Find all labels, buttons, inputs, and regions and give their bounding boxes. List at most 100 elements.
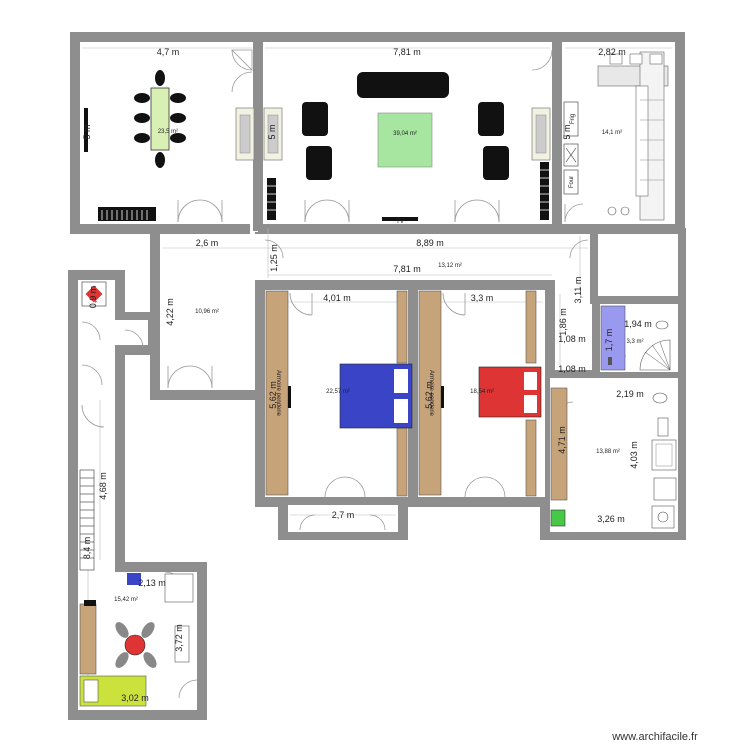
dining-chair [155, 70, 165, 86]
dim-bed1-width: 4,01 m [323, 293, 351, 303]
chair-icon [143, 652, 157, 668]
dim-corridor-height: 4,68 m [98, 472, 108, 500]
dim-closet-width-2: 1,08 m [558, 364, 586, 374]
wall-corridor-left [68, 270, 78, 720]
dim-dining-width: 4,7 m [157, 47, 180, 57]
wall-small-top [68, 270, 123, 280]
area-wc: 3,3 m² [626, 339, 643, 345]
wall-small-right [115, 270, 125, 318]
dim-dining-height: 5 m [82, 124, 92, 139]
wardrobe-icon [525, 419, 537, 497]
wall-living-kitchen [552, 36, 562, 231]
dim-studio-bottom: 3,02 m [121, 693, 149, 703]
dim-bath-width: 3,26 m [597, 514, 625, 524]
wall-bedrooms-bottom [258, 497, 550, 507]
armchair-icon [302, 102, 328, 136]
staircase-icon [79, 469, 95, 571]
doors [81, 49, 627, 699]
door-bed1-bottom [324, 476, 346, 498]
dim-office-width: 2,6 m [196, 238, 219, 248]
dim-corridor-total: 8,4 m [82, 537, 92, 560]
bookshelf-icon [540, 162, 549, 220]
oven-icon [563, 169, 579, 195]
door-dining-top [231, 49, 253, 71]
chair-icon [620, 206, 630, 216]
area-living: 39,04 m² [393, 131, 417, 137]
wall-studio-top [115, 562, 205, 572]
dim-wc-height: 1,7 m [604, 329, 614, 352]
tv-unit [382, 217, 418, 221]
dining-chair [134, 93, 150, 103]
wardrobe-icon [396, 290, 408, 364]
pillow-icon [522, 393, 539, 415]
washing-machine-icon [651, 505, 675, 529]
dim-kitchen-width: 2,82 m [598, 47, 626, 57]
dim-bay-width: 2,7 m [332, 510, 355, 520]
dim-wc-width: 1,94 m [624, 319, 652, 329]
wardrobe-icon [525, 290, 537, 364]
wall-bottom-living [258, 224, 678, 234]
dim-closet-width: 1,08 m [558, 334, 586, 344]
dining-chair [155, 152, 165, 168]
wall-bottom-dining [70, 224, 250, 234]
svg-text:Frig: Frig [570, 114, 576, 124]
walls [68, 32, 686, 720]
wall-wc-left [592, 300, 600, 380]
wall-studio-right [197, 562, 207, 720]
dim-bed2-width: 3,3 m [471, 293, 494, 303]
dim-closet-height: 1,86 m [558, 308, 568, 336]
watermark: www.archifacile.fr [611, 731, 698, 743]
area-hall: 13,12 m² [438, 263, 462, 269]
dim-bath-height: 4,71 m [557, 426, 567, 454]
dining-chair [134, 113, 150, 123]
armchair-icon [478, 102, 504, 136]
wardrobe-icon [396, 427, 408, 497]
bar-stool-icon [609, 53, 623, 65]
wall-link-right [148, 312, 158, 352]
wardrobe-icon [79, 603, 97, 675]
dim-living-width: 7,81 m [393, 47, 421, 57]
chair-icon [141, 622, 155, 638]
towel-rack-icon [657, 417, 669, 437]
armchair-icon [483, 146, 509, 180]
bath-cabinet-icon [550, 387, 568, 501]
dim-bath-height-2: 4,03 m [629, 441, 639, 469]
dining-chair [170, 133, 186, 143]
dining-chair [170, 93, 186, 103]
blue-box [127, 573, 141, 585]
door-bay [299, 514, 316, 531]
svg-text:Four: Four [569, 176, 575, 188]
wall-bay-left [278, 505, 288, 540]
wall-right-kitchen [675, 32, 685, 232]
bath-furniture [550, 305, 677, 529]
dim-stair-height: 3,11 m [573, 277, 583, 304]
bedroom2-furniture: Armoire penderie [418, 290, 542, 497]
door-hall-left [264, 239, 284, 259]
door-studio [178, 679, 198, 699]
dining-chair [170, 113, 186, 123]
sofa-icon [357, 72, 449, 98]
dimension-labels: 4,7 m 5 m 7,81 m 5 m 2,82 m 5 m 2,6 m 8,… [82, 47, 652, 703]
chair-icon [115, 652, 129, 668]
tv-label: TV [396, 219, 404, 225]
wall-studio-bottom [68, 710, 207, 720]
area-dining: 23,5 m² [158, 129, 178, 135]
dim-studio-width: 2,13 m [138, 578, 166, 588]
wall-bed2-right [545, 280, 555, 380]
dim-bath-width-top: 2,19 m [616, 389, 644, 399]
chair-icon [607, 206, 617, 216]
dim-hall-height: 1,25 m [269, 244, 279, 272]
dim-studio-height: 3,72 m [174, 624, 184, 652]
bar-stool-icon [649, 53, 663, 65]
living-rug [377, 112, 433, 168]
pillow-icon [392, 367, 410, 395]
dim-bed2-height: 5,62 m [424, 381, 434, 409]
wall-bath-top [545, 372, 685, 378]
floor-link [78, 320, 148, 345]
wardrobe-label: Armoire penderie [275, 370, 281, 417]
wall-dining-living [253, 36, 263, 231]
door-link [81, 321, 101, 341]
dim-bed1-height: 5,62 m [268, 381, 278, 409]
door-bed2 [442, 292, 466, 316]
